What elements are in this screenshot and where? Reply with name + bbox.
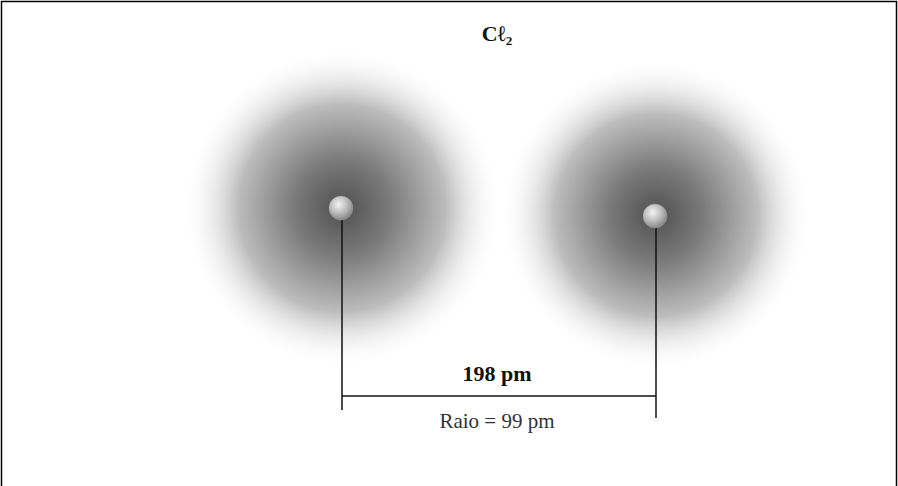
dimension-line [342,395,656,397]
nucleus [329,196,353,220]
bond-length: 198 pm [462,362,531,386]
atomic-radius: Raio = 99 pm [439,410,554,433]
nucleus [643,204,667,228]
molecule-formula: Cℓ₂ [482,22,513,46]
dimension-leader [655,227,657,418]
dimension-leader [341,220,343,410]
